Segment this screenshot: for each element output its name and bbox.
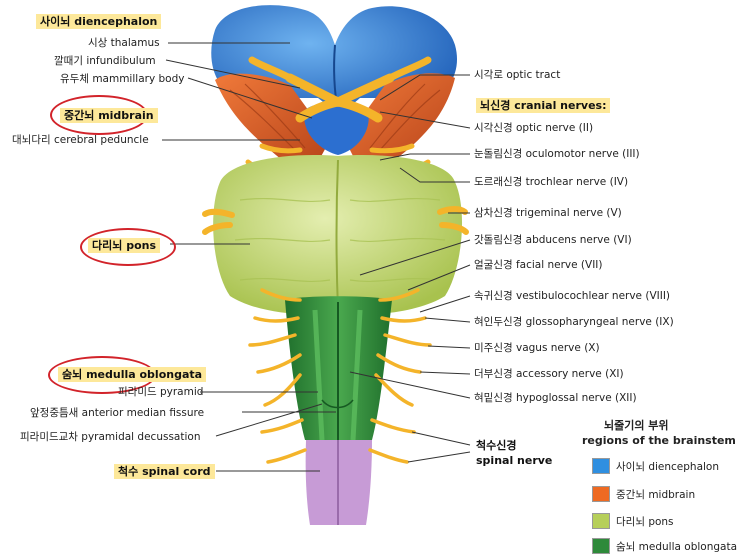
label-fissure: 앞정중틈새 anterior median fissure: [30, 407, 205, 419]
legend-title-en: regions of the brainstem: [582, 434, 736, 447]
label-nerve-viii: 속귀신경 vestibulocochlear nerve (VIII): [474, 290, 671, 302]
label-midbrain: 중간뇌 midbrain: [60, 108, 158, 123]
label-diencephalon: 사이뇌 diencephalon: [36, 14, 162, 29]
label-pyramid: 피라미드 pyramid: [118, 386, 204, 398]
label-pons: 다리뇌 pons: [88, 238, 160, 253]
label-spinal-nerve-en: spinal nerve: [476, 454, 553, 467]
label-medulla: 숨뇌 medulla oblongata: [58, 367, 207, 382]
medulla-shape: [285, 296, 392, 441]
legend-label: 다리뇌 pons: [616, 516, 674, 528]
spinal-cord-shape: [305, 440, 372, 525]
legend-swatch: [592, 513, 610, 529]
label-nerve-iv: 도르래신경 trochlear nerve (IV): [474, 176, 629, 188]
legend-swatch: [592, 486, 610, 502]
label-nerve-iii: 눈돌림신경 oculomotor nerve (III): [474, 148, 640, 160]
optic-chiasm: [248, 56, 432, 123]
label-spinal-nerve-ko: 척수신경: [476, 439, 517, 452]
lower-nerves: [248, 288, 432, 464]
label-nerve-xii: 혀밑신경 hypoglossal nerve (XII): [474, 392, 637, 404]
label-infundibulum: 깔때기 infundibulum: [54, 55, 156, 67]
label-optic-tract: 시각로 optic tract: [474, 69, 561, 81]
label-nerve-ii: 시각신경 optic nerve (II): [474, 122, 594, 134]
label-mammillary: 유두체 mammillary body: [60, 73, 185, 85]
pons-circle: [80, 228, 176, 266]
label-thalamus: 시상 thalamus: [88, 37, 160, 49]
legend-swatch: [592, 538, 610, 554]
pons-shape: [213, 155, 463, 315]
legend-title-ko: 뇌줄기의 부위: [604, 419, 669, 432]
legend-label: 사이뇌 diencephalon: [616, 461, 719, 473]
label-peduncle: 대뇌다리 cerebral peduncle: [12, 134, 149, 146]
label-decussation: 피라미드교차 pyramidal decussation: [20, 431, 201, 443]
legend-label: 중간뇌 midbrain: [616, 489, 696, 501]
label-nerve-v: 삼차신경 trigeminal nerve (V): [474, 207, 622, 219]
label-spinal-cord: 척수 spinal cord: [114, 464, 215, 479]
leader-lines: [162, 42, 471, 472]
label-nerve-vi: 갓돌림신경 abducens nerve (VI): [474, 234, 632, 246]
label-nerve-x: 미주신경 vagus nerve (X): [474, 342, 600, 354]
legend-label: 숨뇌 medulla oblongata: [616, 541, 738, 553]
trigeminal-nerves: [202, 206, 469, 235]
label-cranial-nerves: 뇌신경 cranial nerves:: [476, 98, 611, 113]
label-nerve-ix: 혀인두신경 glossopharyngeal nerve (IX): [474, 316, 674, 328]
legend-swatch: [592, 458, 610, 474]
label-nerve-vii: 얼굴신경 facial nerve (VII): [474, 259, 603, 271]
label-nerve-xi: 더부신경 accessory nerve (XI): [474, 368, 624, 380]
